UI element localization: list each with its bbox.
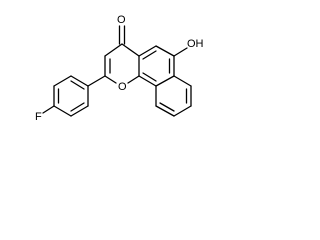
bond-o1-c8a	[127, 75, 140, 84]
bond-c2-c1prime	[87, 75, 106, 87]
bond-c6a-c10a	[155, 75, 175, 87]
bond-c9-c10-inner	[159, 102, 175, 112]
bond-c1p-c2p-inner	[70, 80, 85, 90]
bond-c5p-c6p	[70, 105, 89, 117]
bond-c2p-c3p	[53, 75, 72, 87]
bond-c9-c10	[155, 105, 175, 117]
fluorophenyl-ring	[42, 75, 89, 117]
bond-c10a-c8a-inner	[142, 72, 157, 82]
structure-diagram: O OH O F	[0, 0, 258, 148]
bond-c4p-f	[42, 105, 55, 114]
carbonyl-oxygen-label: O	[117, 14, 126, 26]
fluorine-label: F	[35, 111, 42, 123]
bond-c4-c3	[104, 43, 123, 57]
bond-c4a-c4	[121, 43, 140, 57]
bond-c4a-c5	[138, 45, 157, 57]
bond-c1p-c2p	[70, 75, 89, 87]
bond-c6-oh	[173, 47, 188, 57]
pyranone-ring	[104, 25, 140, 84]
hydroxyl-label: OH	[187, 38, 204, 50]
bond-c4a-c5-inner	[142, 50, 157, 60]
bond-c8-c9	[173, 105, 192, 117]
bond-c4p-c5p	[53, 105, 72, 117]
bond-c5-c6	[155, 45, 175, 57]
bond-c6a-c7	[173, 75, 192, 87]
benzo-ring	[155, 75, 192, 117]
bond-c2-o1	[104, 75, 117, 84]
middle-ring	[138, 45, 188, 87]
bond-c10a-c8a	[138, 75, 157, 87]
bond-c5p-c6p-inner	[70, 102, 85, 112]
molecule-svg: O OH O F	[35, 14, 204, 123]
ring-oxygen-label: O	[118, 81, 127, 93]
